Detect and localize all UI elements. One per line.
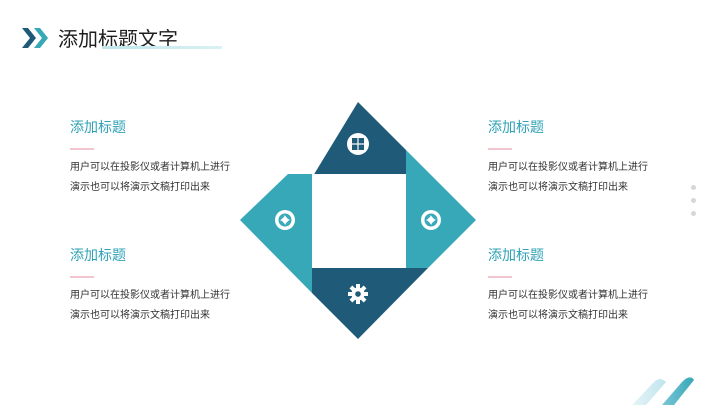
block-heading: 添加标题 <box>70 120 126 136</box>
title-underline <box>102 46 222 49</box>
page-indicator <box>691 185 696 224</box>
block-body-line: 演示也可以将演示文稿打印出来 <box>70 182 210 193</box>
aperture-icon <box>275 210 295 230</box>
block-body-line: 演示也可以将演示文稿打印出来 <box>70 310 210 321</box>
block-divider <box>70 276 94 278</box>
block-body-line: 演示也可以将演示文稿打印出来 <box>488 310 628 321</box>
text-block-bottom-right: 添加标题 用户可以在投影仪或者计算机上进行 演示也可以将演示文稿打印出来 <box>488 246 688 326</box>
block-divider <box>488 276 512 278</box>
chevron-dark-icon <box>22 28 36 48</box>
block-body-line: 用户可以在投影仪或者计算机上进行 <box>70 290 230 301</box>
gear-icon <box>348 284 368 304</box>
block-divider <box>488 148 512 150</box>
page-dot <box>691 211 696 216</box>
block-body: 用户可以在投影仪或者计算机上进行 演示也可以将演示文稿打印出来 <box>70 286 270 326</box>
aperture-icon <box>421 210 441 230</box>
block-body-line: 用户可以在投影仪或者计算机上进行 <box>70 162 230 173</box>
block-body: 用户可以在投影仪或者计算机上进行 演示也可以将演示文稿打印出来 <box>488 158 688 198</box>
text-block-bottom-left: 添加标题 用户可以在投影仪或者计算机上进行 演示也可以将演示文稿打印出来 <box>70 246 270 326</box>
windows-icon <box>347 133 369 155</box>
block-body-line: 用户可以在投影仪或者计算机上进行 <box>488 290 648 301</box>
block-body: 用户可以在投影仪或者计算机上进行 演示也可以将演示文稿打印出来 <box>488 286 688 326</box>
block-heading: 添加标题 <box>70 248 126 264</box>
block-heading: 添加标题 <box>488 248 544 264</box>
diamond-center <box>312 174 406 268</box>
diamond-segment-bottom <box>312 268 428 339</box>
diamond-segment-right <box>406 150 476 268</box>
diamond-segment-left <box>240 174 312 293</box>
block-body-line: 用户可以在投影仪或者计算机上进行 <box>488 162 648 173</box>
text-block-top-left: 添加标题 用户可以在投影仪或者计算机上进行 演示也可以将演示文稿打印出来 <box>70 118 270 198</box>
corner-decoration <box>632 377 694 405</box>
text-block-top-right: 添加标题 用户可以在投影仪或者计算机上进行 演示也可以将演示文稿打印出来 <box>488 118 688 198</box>
block-body: 用户可以在投影仪或者计算机上进行 演示也可以将演示文稿打印出来 <box>70 158 270 198</box>
diamond-diagram <box>240 102 476 339</box>
page-dot <box>691 198 696 203</box>
block-heading: 添加标题 <box>488 120 544 136</box>
chevron-light-icon <box>34 28 48 48</box>
page-dot <box>691 185 696 190</box>
block-body-line: 演示也可以将演示文稿打印出来 <box>488 182 628 193</box>
block-divider <box>70 148 94 150</box>
